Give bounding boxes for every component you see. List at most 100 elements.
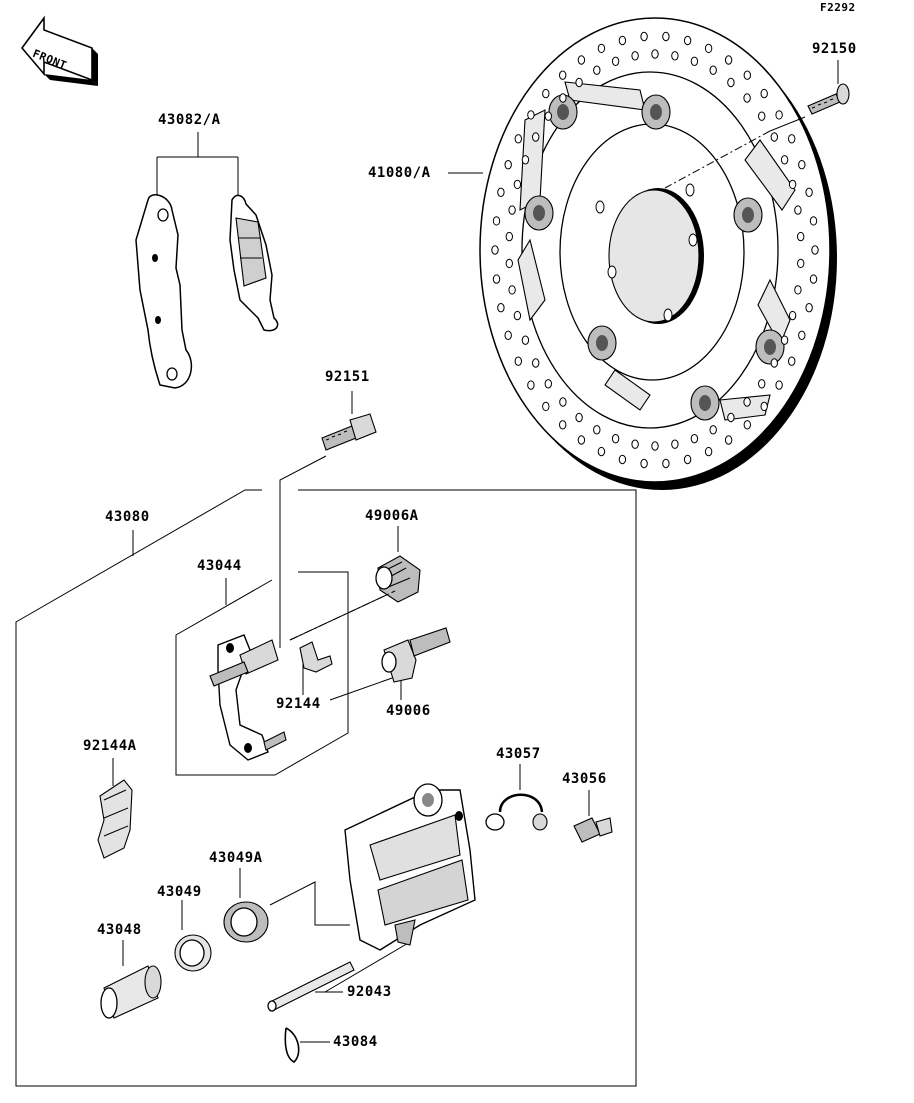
piston	[100, 965, 162, 1019]
disc-hole	[709, 425, 717, 435]
caliper-body	[344, 783, 476, 951]
disc-hole	[788, 134, 796, 144]
disc-hole	[704, 446, 713, 457]
part-label-piston-seal: 43049A	[209, 850, 263, 866]
disc-hole	[662, 31, 670, 42]
disc-bolt	[807, 83, 850, 115]
disc-hole	[577, 55, 586, 65]
disc-hole	[492, 274, 501, 284]
disc-hole	[798, 160, 806, 170]
disc-hole	[504, 160, 512, 170]
disc-hole	[775, 380, 783, 390]
disc-hole	[690, 434, 699, 444]
part-label-pad-spring: 92144A	[83, 738, 137, 754]
disc-hole	[758, 111, 766, 121]
disc-hole	[542, 88, 550, 99]
bleeder-cap	[485, 793, 548, 831]
disc-hole	[559, 397, 567, 407]
disc-hole	[743, 397, 751, 407]
disc-hole	[497, 303, 505, 313]
disc-hole	[743, 70, 751, 80]
disc-hole	[514, 356, 522, 366]
disc-hole	[497, 187, 505, 198]
part-label-disc-bolt: 92150	[812, 41, 857, 57]
disc-hole	[651, 49, 659, 59]
disc-hole	[788, 356, 796, 366]
disc-hole	[597, 446, 606, 457]
part-label-piston: 43048	[97, 922, 142, 938]
pad-set	[135, 194, 279, 389]
disc-hole	[593, 425, 601, 435]
disc-hole	[811, 245, 819, 255]
disc-hole	[527, 380, 535, 390]
part-label-dust-boot-a: 49006A	[365, 508, 419, 524]
disc-hole	[797, 231, 805, 242]
disc-hole	[544, 111, 552, 121]
front-arrow-icon	[20, 15, 98, 86]
part-label-bleeder-valve: 43056	[562, 771, 607, 787]
disc-hole	[780, 155, 789, 165]
disc-hole	[631, 439, 639, 449]
disc-hole	[521, 155, 530, 165]
disc-hole	[809, 274, 818, 284]
disc-hole	[794, 205, 802, 215]
part-label-dust-boot: 49006	[386, 703, 431, 719]
disc-hole	[770, 358, 778, 368]
figure-id: F2292	[820, 1, 856, 14]
disc-hole	[797, 258, 805, 269]
part-label-pin-clip: 43084	[333, 1034, 378, 1050]
disc-hole	[505, 231, 513, 242]
bleeder-valve	[573, 817, 613, 843]
disc-hole	[504, 330, 512, 340]
disc-hole	[760, 401, 768, 412]
disc-hole	[575, 77, 583, 88]
disc-hole	[559, 93, 567, 103]
disc-hole	[709, 65, 717, 75]
disc-hole	[508, 285, 516, 295]
disc-hole	[492, 216, 501, 226]
dust-boot	[381, 627, 451, 683]
caliper-bolt	[321, 413, 377, 451]
disc-hole	[514, 134, 522, 144]
part-label-bleeder-cap: 43057	[496, 746, 541, 762]
disc-hole	[724, 435, 733, 445]
disc-hole	[618, 454, 627, 465]
pad-spring	[97, 779, 133, 859]
disc-hole	[727, 77, 735, 88]
disc-hole	[651, 441, 659, 451]
disc-hole	[775, 110, 783, 120]
disc-hole	[743, 93, 751, 103]
disc-hole	[671, 51, 679, 61]
disc-hole	[788, 310, 797, 321]
disc-hole	[521, 335, 530, 345]
disc-hole	[575, 412, 583, 423]
disc-hole	[798, 330, 806, 340]
dust-boot-a	[375, 555, 421, 603]
disc-hole	[508, 205, 516, 215]
part-label-dust-seal: 43049	[157, 884, 202, 900]
disc-hole	[544, 379, 552, 389]
disc-hole	[631, 51, 639, 61]
disc-hole	[780, 335, 789, 345]
pin-clip	[284, 1027, 300, 1063]
disc-hole	[513, 310, 522, 321]
piston-seal	[223, 901, 269, 943]
disc-hole	[805, 303, 813, 313]
disc-hole	[513, 179, 522, 190]
disc-hole	[593, 65, 601, 75]
disc-hole	[611, 434, 620, 444]
part-label-caliper-bolt: 92151	[325, 369, 370, 385]
disc-hole	[640, 458, 648, 469]
disc-hole	[788, 179, 797, 190]
part-label-boot-clip: 92144	[276, 696, 321, 712]
disc-hole	[542, 401, 550, 412]
disc-hole	[597, 43, 606, 54]
disc-hole	[662, 458, 670, 469]
disc-hole	[724, 55, 733, 65]
part-label-caliper-assy: 43080	[105, 509, 150, 525]
bracket	[209, 634, 287, 761]
disc-hole	[640, 31, 648, 42]
part-label-disc: 41080/A	[368, 165, 431, 181]
